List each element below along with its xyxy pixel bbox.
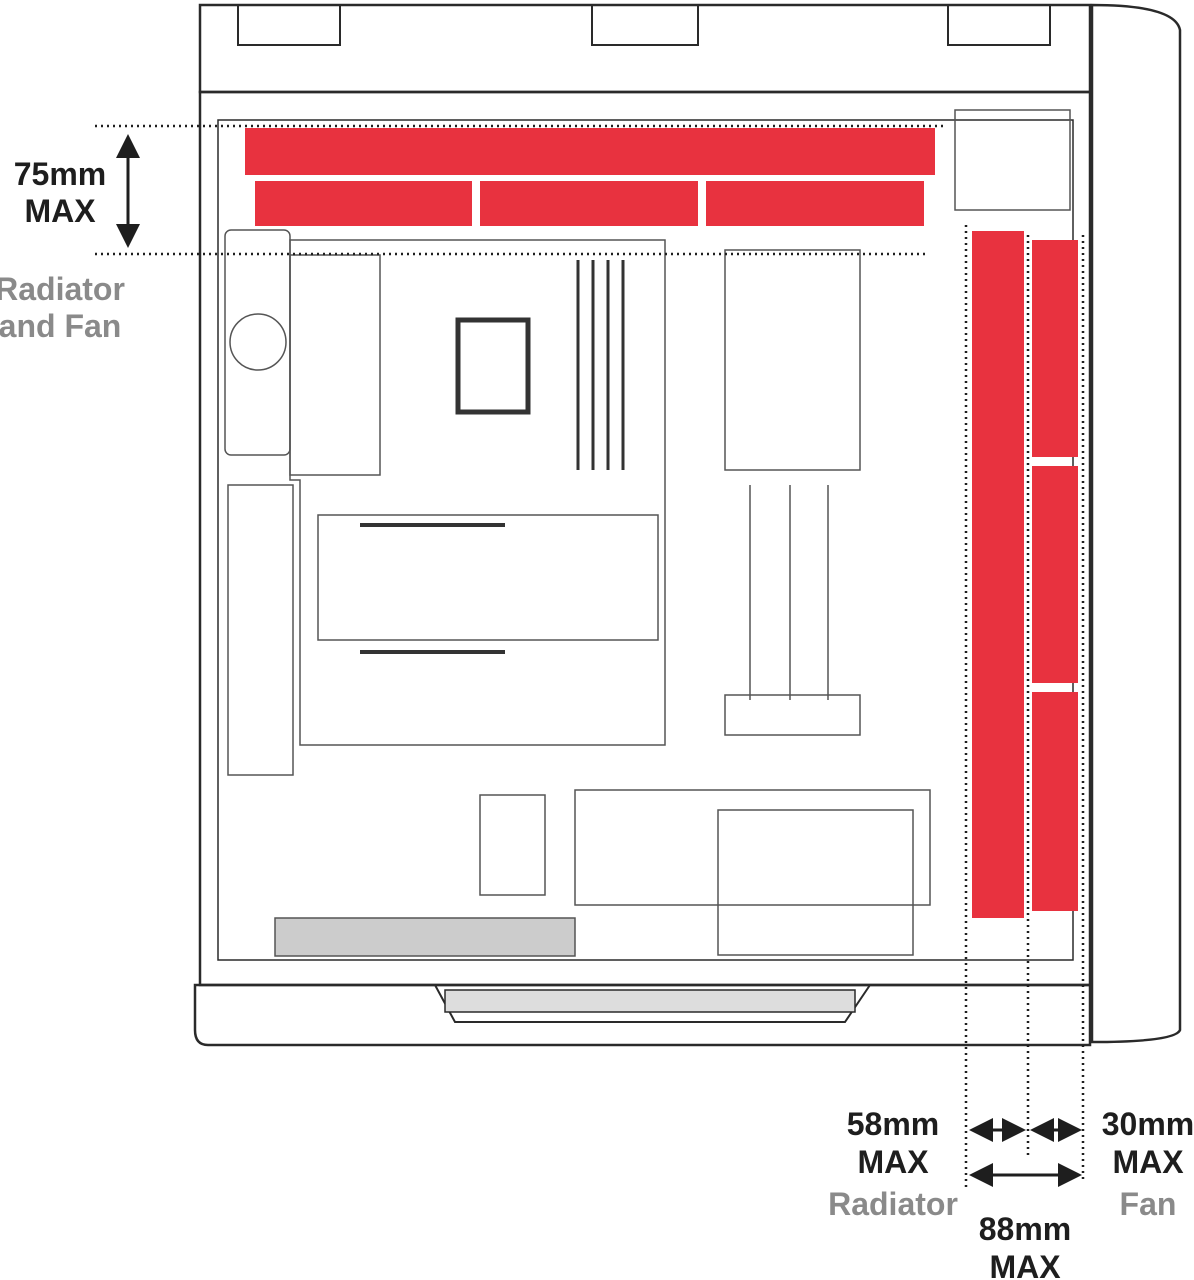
gpu-bracket	[724, 249, 861, 471]
inner-frame	[217, 119, 1074, 961]
front-radiator	[972, 231, 1024, 918]
top-clearance-max: MAX	[24, 193, 96, 229]
top-caption-line2: and Fan	[0, 308, 121, 344]
total-value: 88mm	[979, 1211, 1072, 1247]
pcie-cover	[317, 514, 659, 641]
front-fan-1	[1032, 240, 1078, 457]
interior-components	[224, 109, 1071, 957]
top-radiator-zone	[245, 128, 935, 226]
cpu-socket	[455, 317, 531, 415]
top-clearance-value: 75mm	[14, 156, 107, 192]
dimension-arrows	[116, 134, 1082, 1187]
io-right-bracket	[954, 109, 1071, 211]
psu-shroud	[574, 789, 931, 906]
pci-slots	[227, 484, 294, 776]
top-radiator	[245, 128, 935, 175]
radiator-max: MAX	[857, 1144, 929, 1180]
shroud-logo	[479, 794, 546, 896]
ram-slots	[576, 260, 625, 470]
top-fan-1	[255, 181, 472, 226]
drive-cage	[717, 809, 914, 956]
top-fan-2	[480, 181, 698, 226]
front-radiator-zone	[972, 231, 1078, 918]
top-panel	[198, 3, 1092, 94]
bottom-fan-grill	[274, 917, 576, 957]
rear-fan	[224, 229, 291, 456]
pc-case-outline	[193, 3, 1182, 1047]
fan-value: 30mm	[1102, 1106, 1194, 1142]
front-panel	[1090, 3, 1182, 1044]
front-fan-2	[1032, 466, 1078, 683]
fan-max: MAX	[1112, 1144, 1184, 1180]
heatsink-vrm	[289, 254, 381, 476]
bottom-plinth	[193, 983, 1092, 1047]
top-brackets	[237, 5, 1051, 46]
top-fan-3	[706, 181, 924, 226]
guide-lines	[95, 124, 1085, 1190]
radiator-caption: Radiator	[828, 1186, 958, 1222]
top-caption-line1: Radiator	[0, 271, 125, 307]
total-max: MAX	[989, 1249, 1061, 1280]
fan-caption: Fan	[1120, 1186, 1177, 1222]
radiator-value: 58mm	[847, 1106, 940, 1142]
motherboard	[289, 239, 666, 746]
front-fan-3	[1032, 692, 1078, 911]
